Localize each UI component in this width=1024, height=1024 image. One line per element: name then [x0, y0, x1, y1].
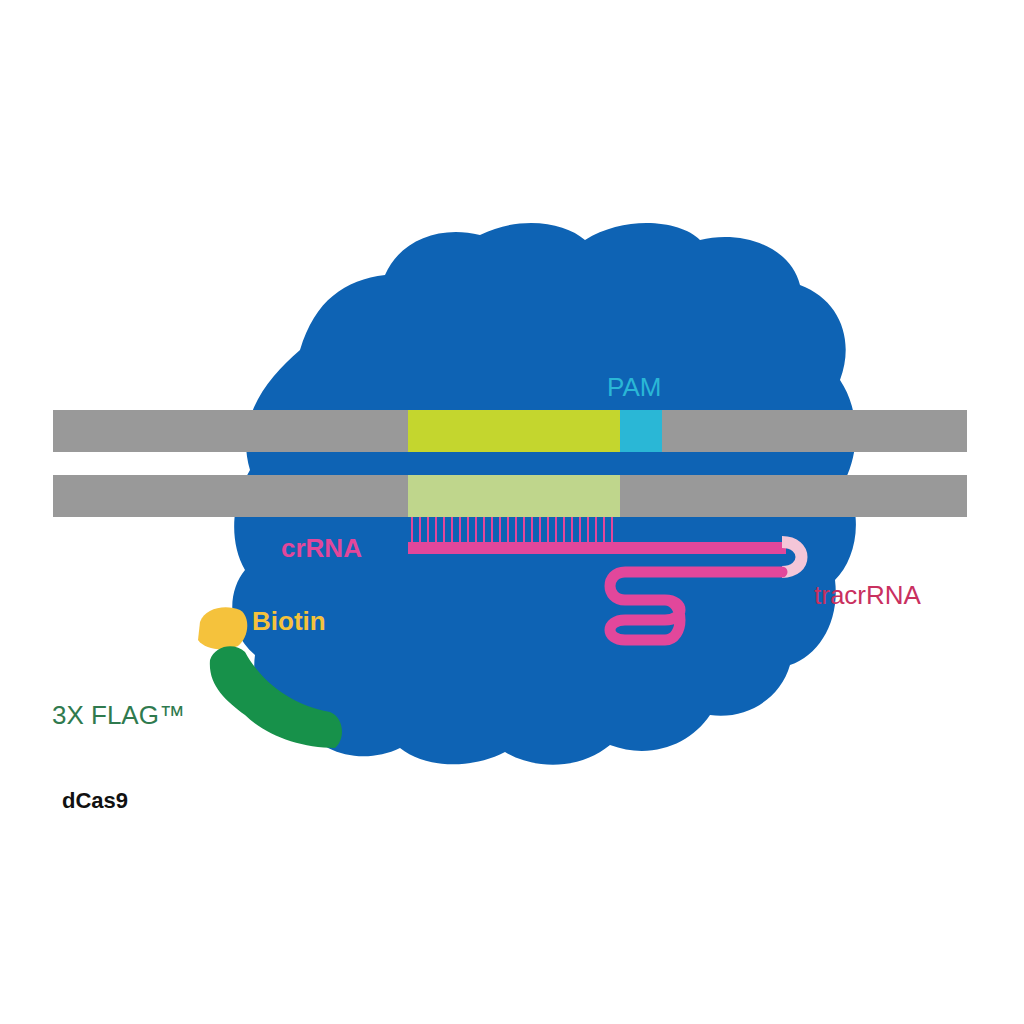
- tracrrna-label: tracrRNA: [814, 582, 921, 608]
- base-pair-tick: [579, 517, 581, 544]
- base-pair-tick: [475, 517, 477, 544]
- flag-tag: [210, 646, 342, 748]
- tracrrna-strand: [610, 572, 782, 640]
- base-pair-tick: [419, 517, 421, 544]
- target-sequence: [408, 410, 620, 452]
- crrna-label: crRNA: [281, 535, 362, 561]
- pam-site: [620, 410, 662, 452]
- base-pair-tick: [515, 517, 517, 544]
- base-pair-tick: [467, 517, 469, 544]
- base-pair-tick: [427, 517, 429, 544]
- base-pair-tick: [483, 517, 485, 544]
- base-pair-tick: [531, 517, 533, 544]
- base-pair-tick: [491, 517, 493, 544]
- flag-label: 3X FLAG™: [52, 702, 185, 728]
- base-pair-tick: [435, 517, 437, 544]
- base-pair-tick: [539, 517, 541, 544]
- base-pair-tick: [555, 517, 557, 544]
- base-pair-tick: [443, 517, 445, 544]
- crrna-strand: [408, 542, 786, 554]
- base-pair-tick: [603, 517, 605, 544]
- dcas9-label: dCas9: [62, 790, 128, 812]
- base-pair-tick: [547, 517, 549, 544]
- base-pair-tick: [451, 517, 453, 544]
- pam-label: PAM: [607, 374, 661, 400]
- base-pair-tick: [411, 517, 413, 544]
- biotin-label: Biotin: [252, 608, 326, 634]
- target-sequence: [408, 475, 620, 517]
- base-pair-tick: [459, 517, 461, 544]
- base-pair-tick: [507, 517, 509, 544]
- dna-strand: [53, 410, 967, 452]
- base-pair-ticks: [412, 517, 612, 544]
- dna-strand: [53, 475, 967, 517]
- base-pair-tick: [563, 517, 565, 544]
- base-pair-tick: [499, 517, 501, 544]
- base-pair-tick: [595, 517, 597, 544]
- base-pair-tick: [611, 517, 613, 544]
- biotin-tag: [198, 607, 247, 649]
- base-pair-tick: [523, 517, 525, 544]
- base-pair-tick: [587, 517, 589, 544]
- base-pair-tick: [571, 517, 573, 544]
